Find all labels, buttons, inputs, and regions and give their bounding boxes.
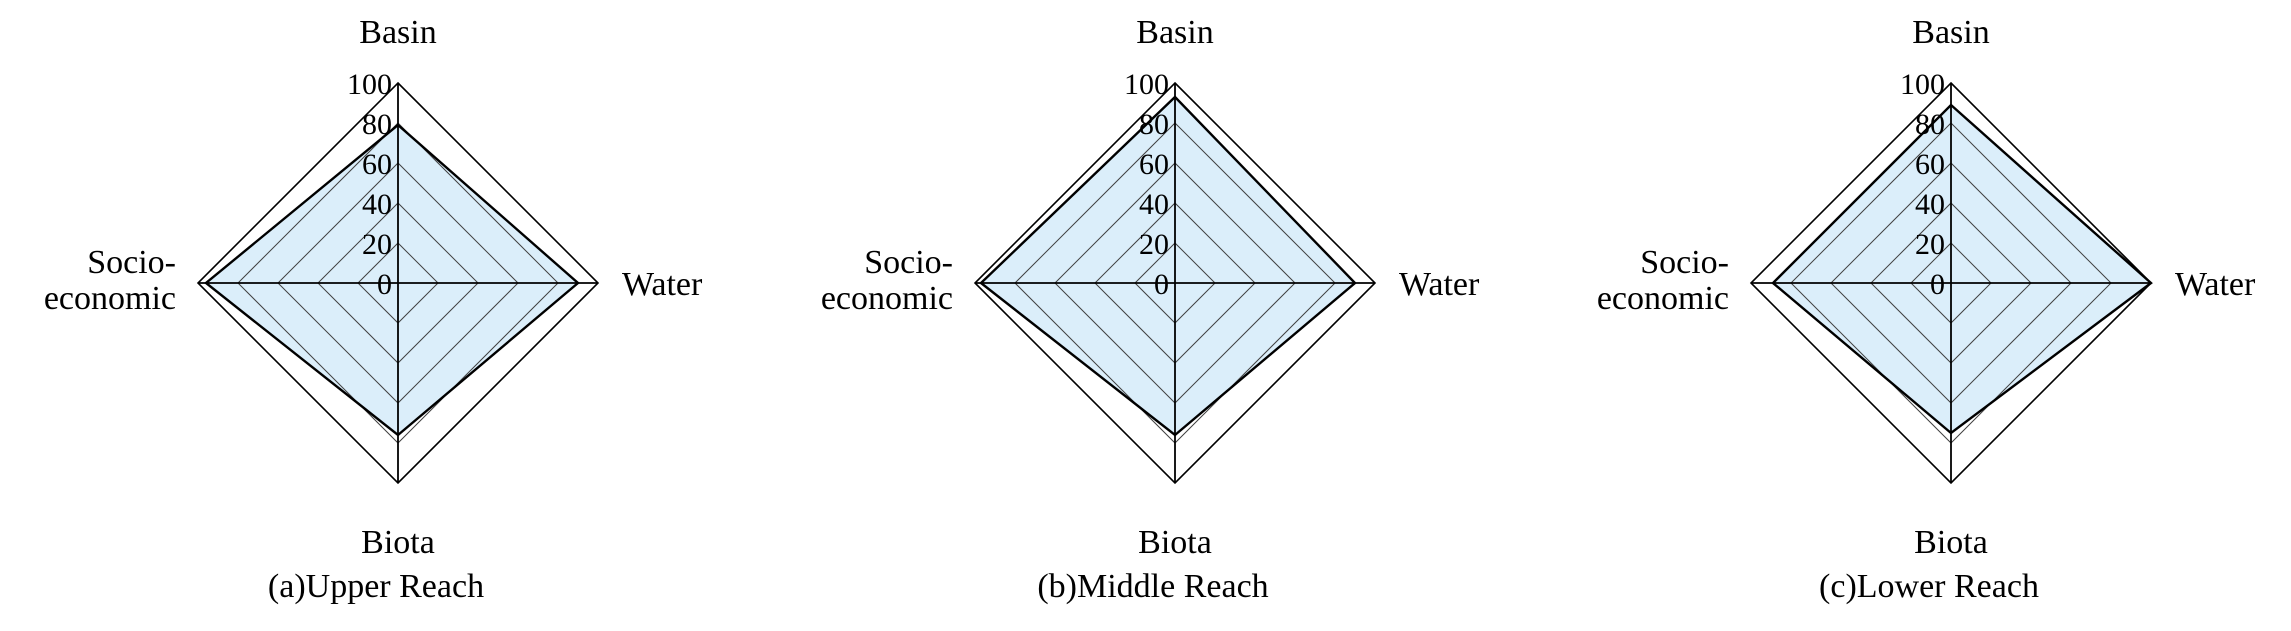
axis-label-right: Water	[1399, 266, 1480, 303]
axis-label-bottom: Biota	[361, 524, 435, 561]
tick-label: 60	[1915, 148, 1945, 181]
tick-label: 20	[362, 228, 392, 261]
axis-label-left-line-2: economic	[821, 280, 953, 317]
tick-label: 40	[362, 188, 392, 221]
data-area-fill	[1773, 105, 2151, 433]
chart-caption: (b)Middle Reach	[1037, 568, 1268, 605]
tick-label: 80	[1915, 108, 1945, 141]
axis-label-left-line-1: Socio-	[87, 244, 176, 281]
axis-label-top: Basin	[359, 14, 436, 51]
tick-label: 60	[362, 148, 392, 181]
tick-label: 80	[1139, 108, 1169, 141]
axis-label-bottom: Biota	[1138, 524, 1212, 561]
data-area-outline	[979, 95, 1357, 437]
data-area-fill	[206, 125, 578, 435]
tick-label: 60	[1139, 148, 1169, 181]
chart-caption: (c)Lower Reach	[1819, 568, 2039, 605]
data-area-fill	[981, 97, 1355, 435]
tick-label: 40	[1139, 188, 1169, 221]
axis-label-right: Water	[2175, 266, 2256, 303]
tick-label: 0	[377, 268, 392, 301]
axis-label-bottom: Biota	[1914, 524, 1988, 561]
tick-label: 20	[1139, 228, 1169, 261]
axis-label-left-line-1: Socio-	[864, 244, 953, 281]
axis-label-right: Water	[622, 266, 703, 303]
tick-label: 100	[1124, 68, 1169, 101]
data-area-outline	[1771, 103, 2153, 435]
tick-label: 40	[1915, 188, 1945, 221]
axis-label-top: Basin	[1912, 14, 1989, 51]
axis-label-left-line-2: economic	[44, 280, 176, 317]
axis-label-top: Basin	[1136, 14, 1213, 51]
tick-label: 0	[1154, 268, 1169, 301]
axis-label-left-line-1: Socio-	[1640, 244, 1729, 281]
chart-caption: (a)Upper Reach	[268, 568, 484, 605]
data-area-outline	[204, 123, 580, 437]
tick-label: 100	[347, 68, 392, 101]
axis-label-left-line-2: economic	[1597, 280, 1729, 317]
tick-label: 0	[1930, 268, 1945, 301]
tick-label: 100	[1900, 68, 1945, 101]
tick-label: 80	[362, 108, 392, 141]
tick-label: 20	[1915, 228, 1945, 261]
